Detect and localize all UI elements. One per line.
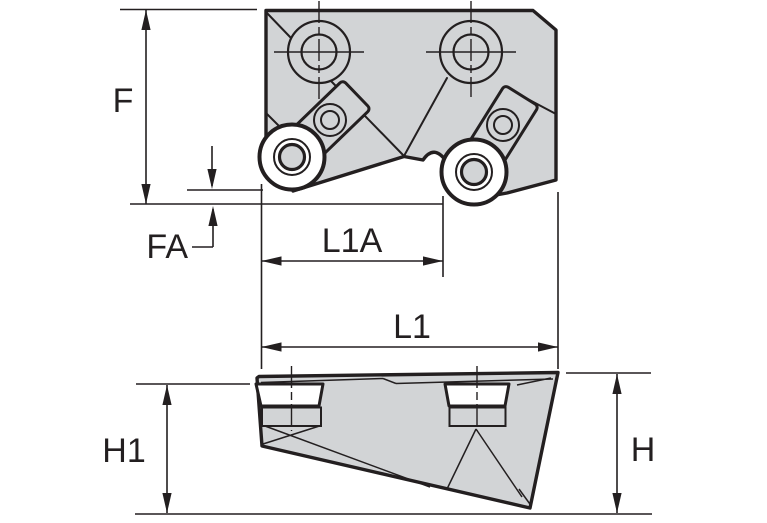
arrowhead-down-icon: [207, 169, 217, 189]
top-view-outline: [264, 8, 558, 201]
l1a-label: L1A: [322, 222, 383, 260]
l1-label: L1: [393, 308, 431, 346]
arrowhead-down-icon: [612, 493, 622, 513]
arrowhead-down-icon: [141, 184, 151, 204]
clamp-screw-1: [313, 103, 347, 137]
arrowhead-up-icon: [162, 385, 172, 405]
arrowhead-up-icon: [208, 206, 218, 226]
dimension-l1a: L1A: [260, 184, 444, 369]
arrowhead-left-icon: [261, 342, 282, 352]
hole-counterbore-circle: [286, 19, 352, 85]
insert-side-view-2: [443, 366, 511, 431]
arrowhead-up-icon: [141, 10, 151, 30]
face-line: [260, 377, 384, 384]
screw-inner-circle: [493, 115, 513, 135]
insert-mid-circle: [455, 153, 493, 191]
f-label: F: [113, 82, 134, 120]
hole-bore-circle: [300, 33, 338, 71]
face-line: [395, 378, 554, 385]
facet-line: [446, 428, 477, 490]
front-view: [254, 366, 560, 510]
dimension-fa: FA: [146, 146, 263, 266]
insert-core-circle: [277, 142, 307, 172]
fa-label: FA: [146, 228, 188, 266]
facet-line: [264, 425, 431, 488]
dimension-f: F: [113, 8, 443, 205]
round-insert-1: [257, 122, 327, 192]
dimension-l1: L1: [261, 192, 559, 369]
arrowhead-left-icon: [261, 256, 282, 266]
h-label: H: [631, 431, 656, 469]
facet-line: [262, 424, 322, 445]
screw-outer-circle: [313, 103, 347, 137]
front-view-facet-lines: [260, 377, 554, 506]
hole-counterbore-circle: [438, 19, 504, 85]
insert-side-view-1: [254, 366, 325, 431]
screw-inner-circle: [320, 110, 340, 130]
clamp-screw-2: [486, 108, 520, 142]
dimension-h1: H1: [102, 383, 652, 515]
h1-label: H1: [102, 432, 145, 470]
dimension-h: H: [566, 372, 656, 513]
pocket-line: [403, 77, 448, 157]
insert-profile: [254, 382, 325, 408]
round-insert-2: [439, 137, 509, 207]
arrowhead-down-icon: [162, 493, 172, 513]
screw-outer-circle: [486, 108, 520, 142]
hole-bore-circle: [452, 33, 490, 71]
face-step-line: [382, 377, 397, 385]
mounting-hole-1: [274, 1, 364, 99]
arrowhead-up-icon: [612, 374, 622, 394]
facet-line: [475, 428, 523, 498]
mounting-hole-2: [426, 1, 516, 97]
insert-core-circle: [459, 157, 489, 187]
insert-mid-circle: [273, 138, 311, 176]
arrowhead-right-icon: [423, 256, 443, 266]
arrowhead-right-icon: [538, 342, 558, 352]
face-line: [516, 377, 552, 386]
facet-line: [518, 488, 532, 506]
pocket-line: [265, 11, 292, 39]
top-view: [257, 1, 558, 207]
